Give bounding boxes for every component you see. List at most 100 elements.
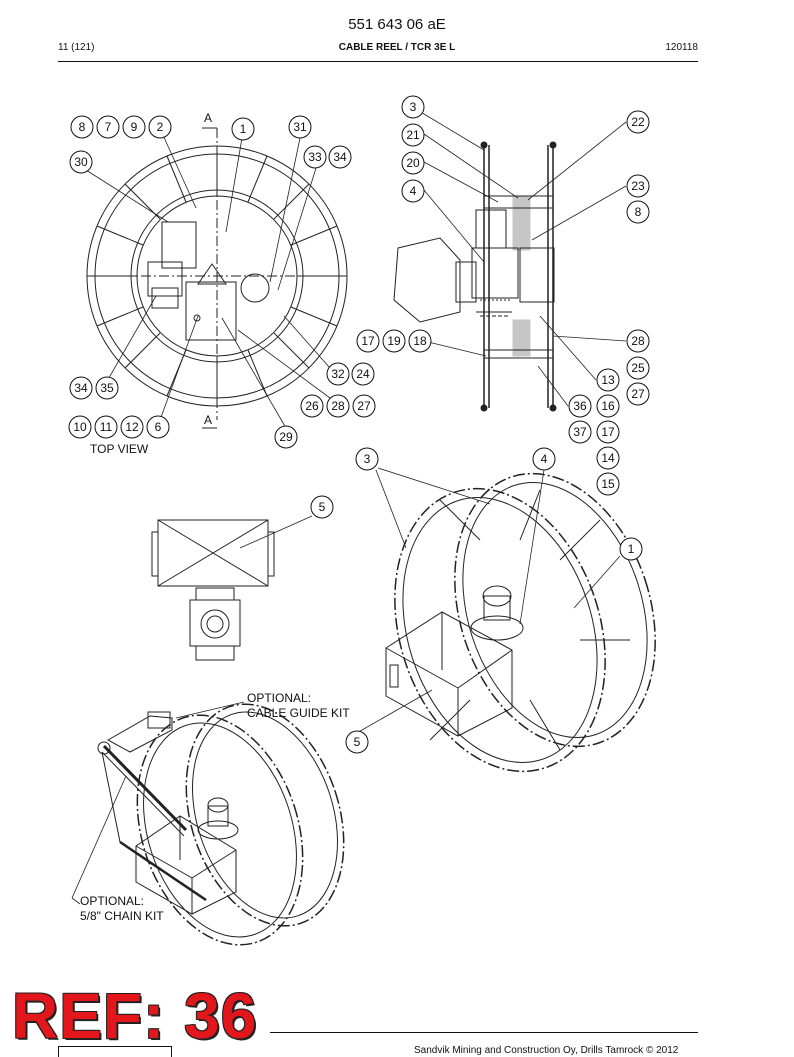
cable-guide-label-line2: CABLE GUIDE KIT — [247, 706, 350, 720]
iso-view-large-drawing — [385, 472, 656, 773]
svg-text:1: 1 — [240, 122, 247, 136]
callout-34: 34 — [328, 145, 352, 169]
svg-text:9: 9 — [131, 120, 138, 134]
callout-29: 29 — [274, 425, 298, 449]
callout-10: 10 — [68, 415, 92, 439]
callout-31: 31 — [288, 115, 312, 139]
section-marker-top: A — [204, 111, 212, 125]
callout-3: 3 — [355, 447, 379, 471]
iso-view-small-drawing — [97, 703, 345, 946]
svg-text:32: 32 — [331, 367, 345, 381]
callout-32: 32 — [326, 362, 350, 386]
svg-text:28: 28 — [331, 399, 345, 413]
svg-text:34: 34 — [74, 381, 88, 395]
callout-24: 24 — [351, 362, 375, 386]
svg-text:5: 5 — [319, 500, 326, 514]
svg-text:4: 4 — [541, 452, 548, 466]
svg-text:13: 13 — [601, 373, 615, 387]
callout-7: 7 — [96, 115, 120, 139]
ref-stamp: REF: 36 — [12, 980, 258, 1052]
svg-text:18: 18 — [413, 334, 427, 348]
callout-23: 23 — [626, 174, 650, 198]
svg-text:30: 30 — [74, 155, 88, 169]
callout-37: 37 — [568, 420, 592, 444]
page-indicator: 11 (121) — [58, 42, 95, 53]
svg-text:20: 20 — [406, 156, 420, 170]
svg-text:3: 3 — [364, 452, 371, 466]
svg-text:29: 29 — [279, 430, 293, 444]
svg-text:14: 14 — [601, 451, 615, 465]
svg-text:1: 1 — [628, 542, 635, 556]
svg-text:28: 28 — [631, 334, 645, 348]
callout-20: 20 — [401, 151, 425, 175]
callout-3: 3 — [401, 95, 425, 119]
svg-text:17: 17 — [601, 425, 615, 439]
callout-16: 16 — [596, 394, 620, 418]
svg-text:8: 8 — [79, 120, 86, 134]
footer-rule — [270, 1032, 698, 1033]
callout-5: 5 — [345, 730, 369, 754]
svg-text:3: 3 — [410, 100, 417, 114]
callout-17: 17 — [356, 329, 380, 353]
callout-27: 27 — [626, 382, 650, 406]
callout-12: 12 — [120, 415, 144, 439]
svg-text:11: 11 — [100, 420, 113, 434]
section-marker-bottom: A — [204, 413, 212, 427]
callout-13: 13 — [596, 368, 620, 392]
svg-text:19: 19 — [387, 334, 401, 348]
callout-5: 5 — [310, 495, 334, 519]
svg-text:7: 7 — [105, 120, 112, 134]
svg-text:6: 6 — [155, 420, 162, 434]
callout-1: 1 — [231, 117, 255, 141]
callout-14: 14 — [596, 446, 620, 470]
callout-6: 6 — [146, 415, 170, 439]
callout-21: 21 — [401, 123, 425, 147]
callout-27: 27 — [352, 394, 376, 418]
front-view-drawing — [151, 519, 275, 661]
svg-text:17: 17 — [361, 334, 375, 348]
svg-text:21: 21 — [406, 128, 420, 142]
leader-lines — [71, 107, 627, 905]
svg-text:34: 34 — [333, 150, 347, 164]
callout-35: 35 — [95, 376, 119, 400]
callout-8: 8 — [626, 200, 650, 224]
svg-text:8: 8 — [635, 205, 642, 219]
svg-text:24: 24 — [356, 367, 370, 381]
header-rule — [58, 61, 698, 62]
svg-text:33: 33 — [308, 150, 322, 164]
callout-30: 30 — [69, 150, 93, 174]
footer-copyright: Sandvik Mining and Construction Oy, Dril… — [414, 1045, 679, 1056]
svg-text:23: 23 — [631, 179, 645, 193]
section-view-drawing — [393, 141, 557, 412]
callout-26: 26 — [300, 394, 324, 418]
callout-11: 11 — [94, 415, 118, 439]
svg-text:16: 16 — [601, 399, 615, 413]
callout-2: 2 — [148, 115, 172, 139]
svg-text:36: 36 — [573, 399, 587, 413]
cable-guide-label-line1: OPTIONAL: — [247, 691, 311, 705]
svg-text:15: 15 — [601, 477, 615, 491]
svg-text:37: 37 — [573, 425, 587, 439]
top-view-drawing — [86, 127, 348, 429]
footer-logo-outline — [58, 1046, 172, 1057]
callout-19: 19 — [382, 329, 406, 353]
svg-text:27: 27 — [631, 387, 645, 401]
top-view-label: TOP VIEW — [90, 442, 149, 456]
svg-text:2: 2 — [157, 120, 164, 134]
callout-1: 1 — [619, 537, 643, 561]
svg-text:26: 26 — [305, 399, 319, 413]
chain-kit-label-line2: 5/8" CHAIN KIT — [80, 909, 164, 923]
callout-4: 4 — [532, 447, 556, 471]
svg-text:12: 12 — [125, 420, 139, 434]
svg-text:31: 31 — [293, 120, 307, 134]
date-code: 120118 — [665, 42, 698, 53]
svg-text:27: 27 — [357, 399, 371, 413]
callout-25: 25 — [626, 356, 650, 380]
callout-28: 28 — [326, 394, 350, 418]
callout-28: 28 — [626, 329, 650, 353]
svg-text:4: 4 — [410, 184, 417, 198]
svg-text:22: 22 — [631, 115, 645, 129]
callout-15: 15 — [596, 472, 620, 496]
callout-34: 34 — [69, 376, 93, 400]
